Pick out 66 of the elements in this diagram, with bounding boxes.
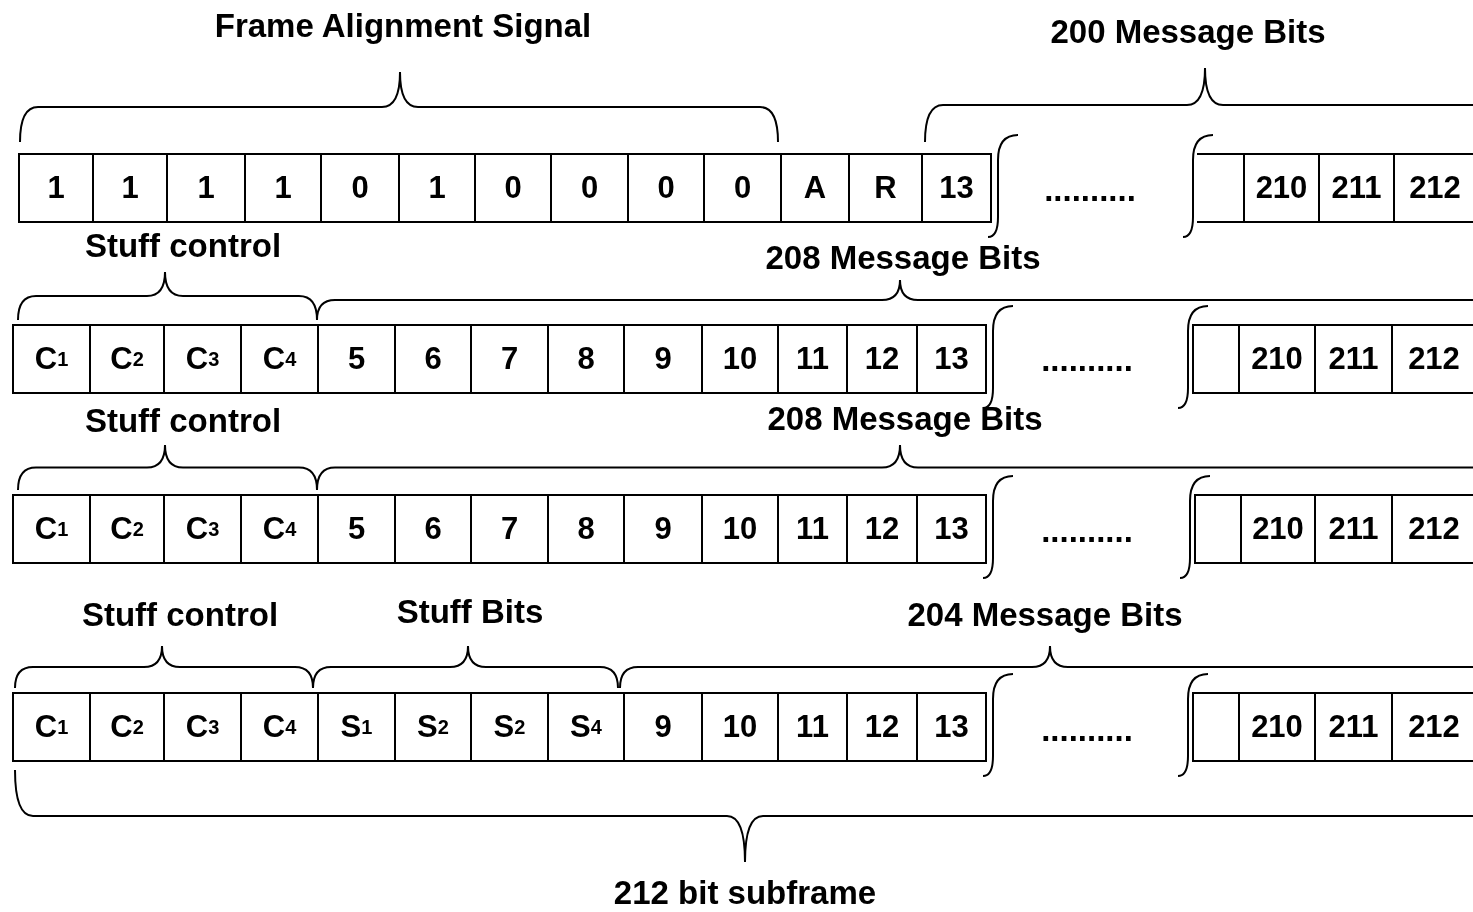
bit-cell: 211: [1314, 324, 1393, 394]
bit-cell: 11: [777, 324, 848, 394]
bit-cell: 5: [317, 324, 396, 394]
ellipsis-dots: ..........: [1044, 172, 1136, 208]
bit-cell: 8: [547, 324, 625, 394]
empty-bit-cell: [1192, 324, 1240, 394]
bit-cell: 11: [777, 692, 848, 762]
bit-cell: 10: [701, 494, 779, 564]
bit-cell: 10: [701, 692, 779, 762]
bit-cell: 7: [470, 324, 549, 394]
brace-label: Stuff control: [81, 597, 279, 633]
bit-cell: 1: [244, 153, 322, 223]
bit-cell: 10: [701, 324, 779, 394]
bit-cell: 11: [777, 494, 848, 564]
bit-cell: 212: [1393, 153, 1473, 223]
empty-bit-cell: [1197, 153, 1245, 223]
bit-cell: 1: [18, 153, 94, 223]
ellipsis-dots: ..........: [1041, 712, 1133, 748]
bit-cell: 13: [916, 494, 987, 564]
bit-cell: 9: [623, 324, 703, 394]
bit-cell: 13: [916, 692, 987, 762]
bit-cell: 0: [703, 153, 782, 223]
brace-label: Stuff Bits: [396, 594, 544, 630]
brace-label: Frame Alignment Signal: [214, 8, 592, 44]
bit-cell: 212: [1391, 324, 1473, 394]
bit-cell: 0: [550, 153, 629, 223]
bit-cell: 211: [1314, 494, 1393, 564]
bit-cell: 5: [317, 494, 396, 564]
brace-label: Stuff control: [84, 403, 282, 439]
brace-label: 200 Message Bits: [1050, 14, 1326, 50]
bit-cell: 1: [398, 153, 476, 223]
bit-cell: 211: [1318, 153, 1395, 223]
bit-cell: 0: [320, 153, 400, 223]
bit-cell: 212: [1391, 494, 1473, 564]
empty-bit-cell: [1194, 494, 1242, 564]
bit-cell: 210: [1243, 153, 1320, 223]
bit-cell: 211: [1314, 692, 1393, 762]
bit-cell: 9: [623, 692, 703, 762]
bit-cell: 6: [394, 324, 472, 394]
brace-label: 212 bit subframe: [613, 875, 877, 911]
bit-cell: 1: [166, 153, 246, 223]
bit-cell: 210: [1238, 692, 1316, 762]
bit-cell: 12: [846, 494, 918, 564]
empty-bit-cell: [1192, 692, 1240, 762]
bit-cell: 6: [394, 494, 472, 564]
bit-cell: 12: [846, 692, 918, 762]
bit-cell: 12: [846, 324, 918, 394]
brace-label: 208 Message Bits: [765, 240, 1041, 276]
bit-cell: 8: [547, 494, 625, 564]
bit-cell: 13: [916, 324, 987, 394]
bit-cell: 0: [474, 153, 552, 223]
bit-cell: 210: [1240, 494, 1316, 564]
bit-cell: 1: [92, 153, 168, 223]
bit-cell: 7: [470, 494, 549, 564]
bit-cell: 212: [1391, 692, 1473, 762]
ellipsis-dots: ..........: [1041, 342, 1133, 378]
bit-cell: 13: [921, 153, 992, 223]
bit-cell: 0: [627, 153, 705, 223]
bit-cell: A: [780, 153, 850, 223]
bit-cell: 210: [1238, 324, 1316, 394]
ellipsis-dots: ..........: [1041, 513, 1133, 549]
brace-label: 208 Message Bits: [767, 401, 1043, 437]
brace-label: Stuff control: [84, 228, 282, 264]
bit-cell: R: [848, 153, 923, 223]
bit-cell: 9: [623, 494, 703, 564]
brace-label: 204 Message Bits: [907, 597, 1183, 633]
